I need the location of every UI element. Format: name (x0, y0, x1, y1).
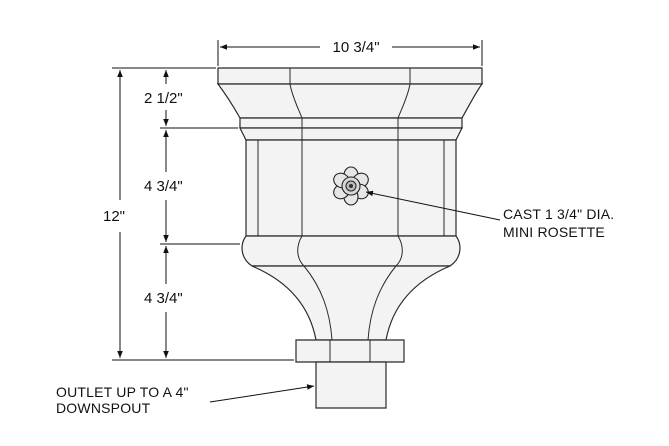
top-band-dimension-label: 2 1/2" (144, 90, 183, 107)
width-dimension-label: 10 3/4" (332, 39, 379, 56)
outlet-leader (209, 384, 315, 403)
rosette-leader (365, 190, 501, 221)
top-cap (217, 67, 483, 85)
lower-bulge (241, 235, 461, 267)
facet-lines (257, 68, 445, 362)
leader-lines (209, 190, 501, 403)
outlet-note-line2: DOWNSPOUT (56, 400, 151, 416)
mini-rosette-icon (333, 166, 369, 206)
upper-collar-lower (239, 127, 463, 141)
rosette-note-line2: MINI ROSETTE (503, 224, 605, 240)
top-cove (216, 83, 484, 119)
outlet-note-line1: OUTLET UP TO A 4" (56, 384, 189, 400)
lower-section-dimension-label: 4 3/4" (144, 290, 183, 307)
upper-collar (239, 117, 463, 129)
dimension-lines (112, 40, 483, 361)
total-height-dimension-label: 12" (103, 208, 125, 225)
outlet-collar (295, 339, 405, 363)
middle-section-dimension-label: 4 3/4" (144, 178, 183, 195)
outlet-pipe (315, 361, 387, 409)
leader-head-body (216, 67, 484, 409)
tapered-section (251, 265, 451, 341)
rosette-note-line1: CAST 1 3/4" DIA. (503, 206, 614, 222)
